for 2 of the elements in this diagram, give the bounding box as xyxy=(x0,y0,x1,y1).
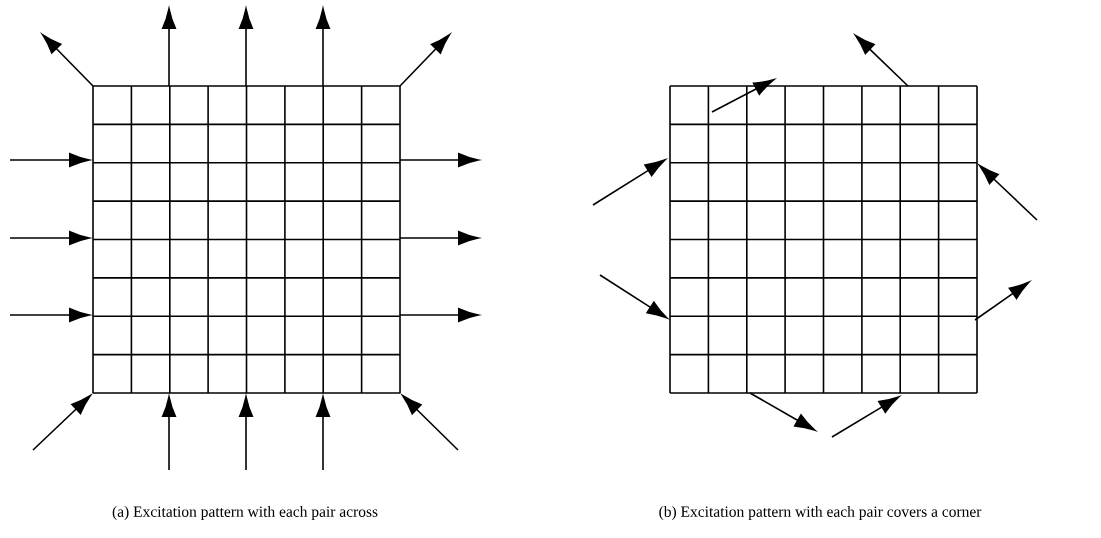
caption: (a) Excitation pattern with each pair across xyxy=(112,505,378,520)
caption: (b) Excitation pattern with each pair covers a corner xyxy=(659,505,982,520)
